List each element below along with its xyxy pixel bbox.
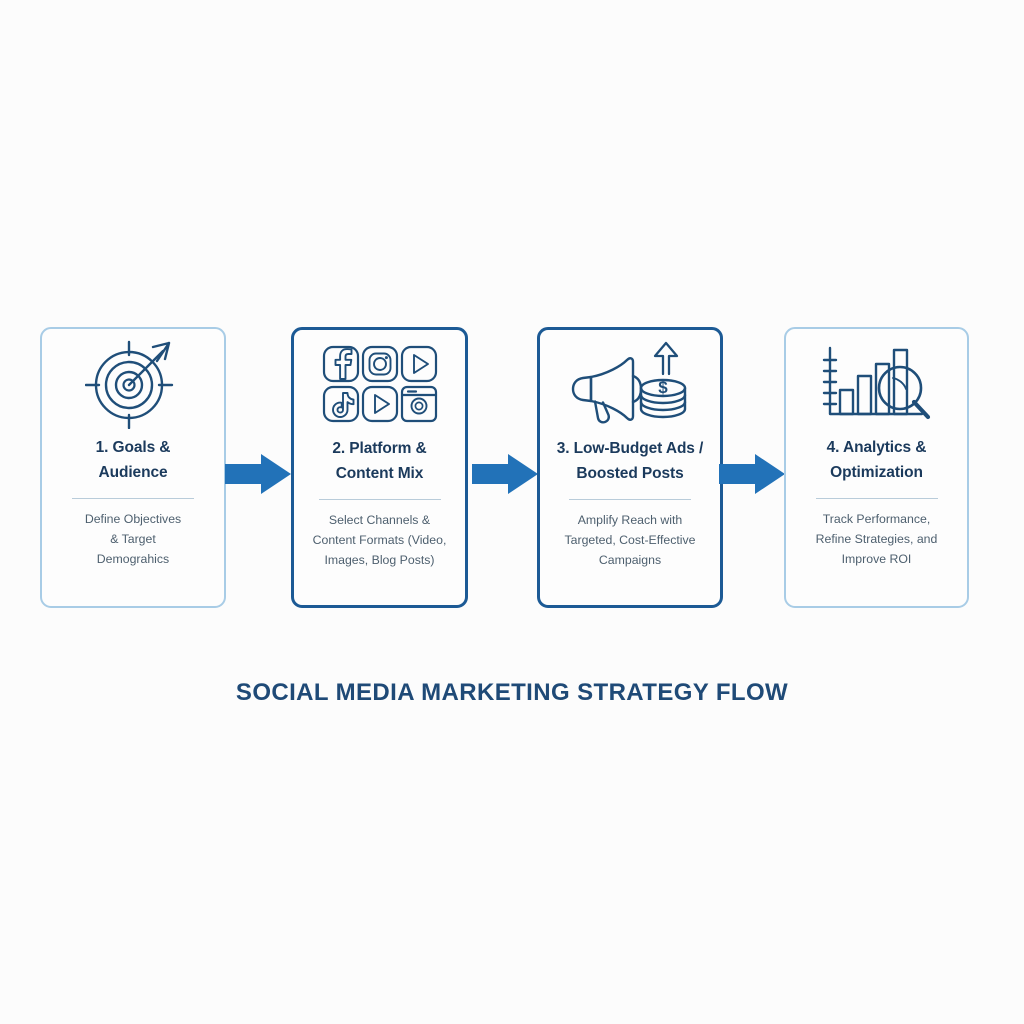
diagram-heading: SOCIAL MEDIA MARKETING STRATEGY FLOW <box>235 679 789 706</box>
desc-line-2: Refine Strategies, and <box>815 532 938 547</box>
step-card-description: Track Performance, Refine Strategies, an… <box>809 510 945 570</box>
megaphone-coins-icon: $ <box>540 330 720 432</box>
step-card-title: 2. Platform & Content Mix <box>326 436 432 486</box>
bar-chart-magnifier-icon <box>786 329 967 431</box>
step-card-description: Amplify Reach with Targeted, Cost-Effect… <box>557 511 702 571</box>
desc-line-1: Track Performance, <box>822 512 931 527</box>
card-divider <box>72 498 194 500</box>
title-line-2: Audience <box>98 464 168 482</box>
step-card-low-budget-ads[interactable]: $ 3. Low-Budget Ads / Boosted Posts Ampl… <box>537 327 723 608</box>
desc-line-1: Amplify Reach with <box>577 513 683 528</box>
desc-line-3: Improve ROI <box>841 552 912 567</box>
desc-line-2: & Target <box>110 532 156 547</box>
step-card-title: 3. Low-Budget Ads / Boosted Posts <box>551 436 710 486</box>
desc-line-1: Define Objectives <box>84 512 182 527</box>
desc-line-1: Select Channels & <box>328 513 431 528</box>
step-card-description: Define Objectives & Target Demograhics <box>78 510 188 570</box>
step-card-goals-audience[interactable]: 1. Goals & Audience Define Objectives & … <box>40 327 226 608</box>
title-line-2: Content Mix <box>335 465 424 483</box>
arrow-step3-to-step4 <box>717 452 787 496</box>
title-line-1: 1. Goals & <box>95 439 171 456</box>
title-line-2: Optimization <box>830 464 923 482</box>
title-line-1: 4. Analytics & <box>826 439 927 456</box>
step-card-title: 1. Goals & Audience <box>90 435 177 485</box>
svg-text:$: $ <box>658 378 668 397</box>
title-line-1: 3. Low-Budget Ads / <box>556 440 704 457</box>
card-divider <box>569 499 691 501</box>
step-card-platform-content-mix[interactable]: 2. Platform & Content Mix Select Channel… <box>291 327 468 608</box>
card-divider <box>318 499 441 501</box>
desc-line-3: Demograhics <box>96 552 170 567</box>
desc-line-2: Targeted, Cost-Effective <box>564 533 696 548</box>
step-card-description: Select Channels & Content Formats (Video… <box>306 511 454 571</box>
arrow-step1-to-step2 <box>223 452 293 496</box>
desc-line-2: Content Formats (Video, <box>312 533 447 548</box>
target-arrow-icon <box>42 329 224 431</box>
title-line-2: Boosted Posts <box>576 465 684 483</box>
desc-line-3: Campaigns <box>598 553 662 568</box>
arrow-step2-to-step3 <box>470 452 540 496</box>
desc-line-3: Images, Blog Posts) <box>324 553 435 568</box>
title-line-1: 2. Platform & <box>332 440 427 457</box>
social-platform-grid-icon <box>294 330 465 432</box>
step-card-title: 4. Analytics & Optimization <box>821 435 933 485</box>
card-divider <box>815 498 938 500</box>
step-card-analytics-optimization[interactable]: 4. Analytics & Optimization Track Perfor… <box>784 327 969 608</box>
strategy-flow-row: 1. Goals & Audience Define Objectives & … <box>0 327 1024 609</box>
